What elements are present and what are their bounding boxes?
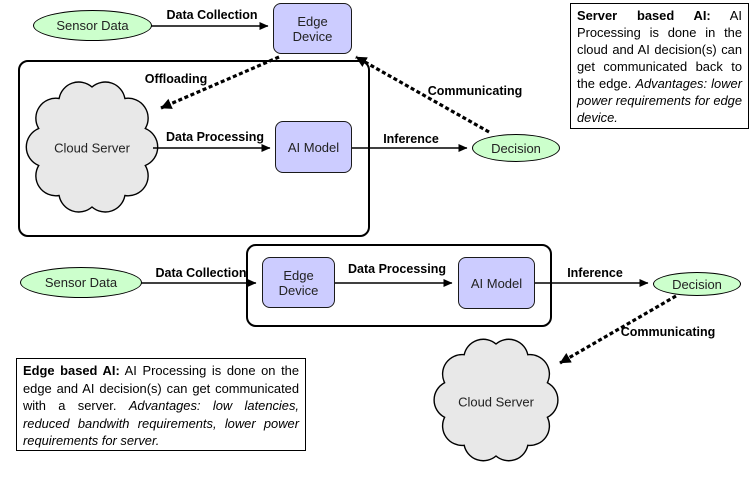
- sensor-data-label-2: Sensor Data: [44, 275, 118, 290]
- edge-label-communicating-2: Communicating: [620, 325, 716, 339]
- edge-label-data-processing-1: Data Processing: [166, 130, 264, 144]
- edge-label-data-collection-1: Data Collection: [166, 8, 258, 22]
- decision-node-1: Decision: [472, 134, 560, 162]
- sensor-data-node-2: Sensor Data: [20, 267, 142, 298]
- server-note-advantages: Advantages: lower power requirements for…: [577, 76, 742, 125]
- sensor-data-node-1: Sensor Data: [33, 10, 152, 41]
- edge-label-offloading: Offloading: [144, 72, 208, 86]
- edge-note-advantages: Advantages: low latencies, reduced bandw…: [23, 398, 299, 448]
- edge-note-lead: Edge based AI:: [23, 363, 120, 378]
- sensor-data-label-1: Sensor Data: [56, 18, 129, 33]
- edge-label-inference-2: Inference: [567, 266, 623, 280]
- ai-model-node-1: AI Model: [275, 121, 352, 173]
- server-note-body: AI Processing is done in the cloud and A…: [577, 8, 742, 91]
- decision-label-2: Decision: [672, 276, 722, 292]
- decision-node-2: Decision: [653, 272, 741, 296]
- edge-ai-note: Edge based AI: AI Processing is done on …: [16, 358, 306, 451]
- ai-model-label-2: AI Model: [470, 275, 523, 291]
- server-note-lead: Server based AI:: [577, 8, 711, 23]
- ai-model-label-1: AI Model: [287, 139, 340, 155]
- cloud-server-label-1: Cloud Server: [54, 140, 130, 156]
- edge-group-box: [246, 244, 552, 327]
- edge-label-data-processing-2: Data Processing: [348, 262, 446, 276]
- edge-device-label-1: Edge Device: [292, 13, 333, 44]
- edge-device-node-1: Edge Device: [273, 3, 352, 54]
- ai-model-node-2: AI Model: [458, 257, 535, 309]
- edge-label-communicating-1: Communicating: [427, 84, 523, 98]
- edge-device-node-2: Edge Device: [262, 257, 335, 308]
- cloud-server-label-2: Cloud Server: [458, 394, 534, 410]
- edge-label-inference-1: Inference: [383, 132, 439, 146]
- edge-label-data-collection-2: Data Collection: [155, 266, 247, 280]
- edge-device-label-2: Edge Device: [278, 267, 319, 298]
- edge-note-body: AI Processing is done on the edge and AI…: [23, 363, 300, 413]
- server-ai-note: Server based AI: AI Processing is done i…: [570, 3, 749, 129]
- decision-label-1: Decision: [491, 140, 541, 156]
